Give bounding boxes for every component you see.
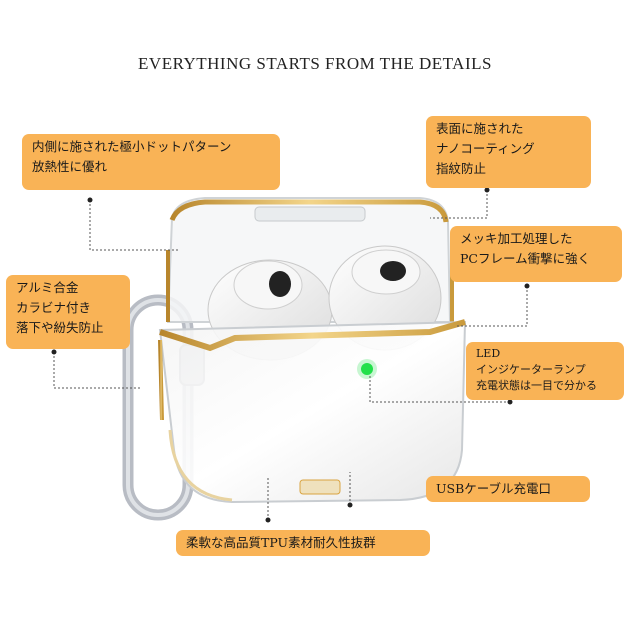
callout-line: 充電状態は一目で分かる (476, 379, 597, 392)
callout-line: ナノコーティング (436, 141, 535, 156)
case-body (158, 319, 467, 504)
callout-line: メッキ加工処理した (460, 231, 573, 246)
callout-line: 指紋防止 (436, 161, 487, 176)
callout-line: LED (476, 347, 501, 360)
callout-usb: USBケーブル充電口 (426, 476, 590, 502)
callout-carabiner: アルミ合金 カラビナ付き 落下や紛失防止 (6, 275, 130, 349)
callout-line: 柔軟な高品質TPU素材耐久性抜群 (186, 535, 376, 550)
callout-nano-coating: 表面に施された ナノコーティング 指紋防止 (426, 116, 591, 188)
callout-led: LED インジケーターランプ 充電状態は一目で分かる (466, 342, 624, 400)
callout-line: 表面に施された (436, 121, 524, 136)
callout-plated-frame: メッキ加工処理した PCフレーム衝撃に強く (450, 226, 622, 282)
callout-line: USBケーブル充電口 (436, 481, 552, 496)
callout-line: インジケーターランプ (476, 363, 586, 376)
page-title: EVERYTHING STARTS FROM THE DETAILS (138, 54, 492, 73)
callout-line: 落下や紛失防止 (16, 320, 104, 335)
callout-dot-pattern: 内側に施された極小ドットパターン 放熱性に優れ (22, 134, 280, 190)
callout-line: アルミ合金 (16, 280, 79, 295)
callout-line: 内側に施された極小ドットパターン (32, 139, 232, 154)
callout-line: PCフレーム衝撃に強く (460, 251, 591, 266)
led-indicator-icon (361, 363, 373, 375)
callout-line: 放熱性に優れ (32, 159, 108, 174)
callout-tpu: 柔軟な高品質TPU素材耐久性抜群 (176, 530, 430, 556)
callout-line: カラビナ付き (16, 300, 92, 315)
